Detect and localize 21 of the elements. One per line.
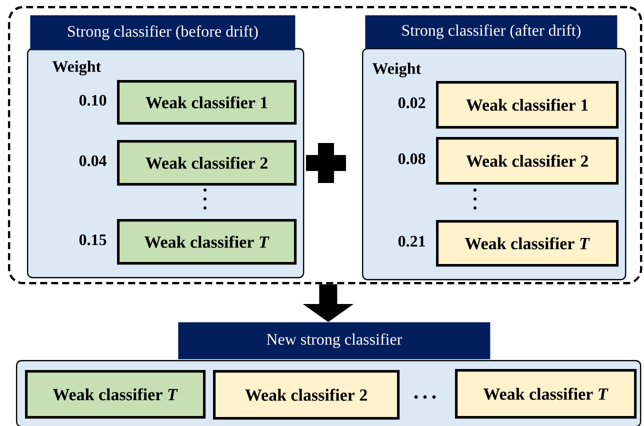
header-band: Strong classifier (before drift) [30,15,296,50]
header-band: Strong classifier (after drift) [365,15,618,48]
classifier-box: Weak classifier 2 [117,140,297,186]
classifier-box: Weak classifier T [455,369,637,419]
classifier-box: Weak classifier 2 [436,137,619,185]
weight-value: 0.21 [398,236,425,247]
weight-value: 0.02 [398,97,426,108]
weight-value: 0.10 [79,94,106,106]
column-heading: Weight [52,60,102,76]
classifier-box: Weak classifier 2 [213,370,400,420]
weight-value: 0.04 [79,155,106,166]
classifier-box: Weak classifier 1 [117,80,297,125]
classifier-box: Weak classifier T [117,219,297,265]
header-band: New strong classifier [178,322,490,360]
classifier-box: Weak classifier T [25,370,206,419]
classifier-box: Weak classifier T [436,220,619,267]
column-heading: Weight [372,62,422,78]
classifier-box: Weak classifier 1 [436,81,619,129]
dashed-group-frame [8,6,642,284]
weight-value: 0.08 [398,153,426,164]
weight-value: 0.15 [79,234,106,246]
